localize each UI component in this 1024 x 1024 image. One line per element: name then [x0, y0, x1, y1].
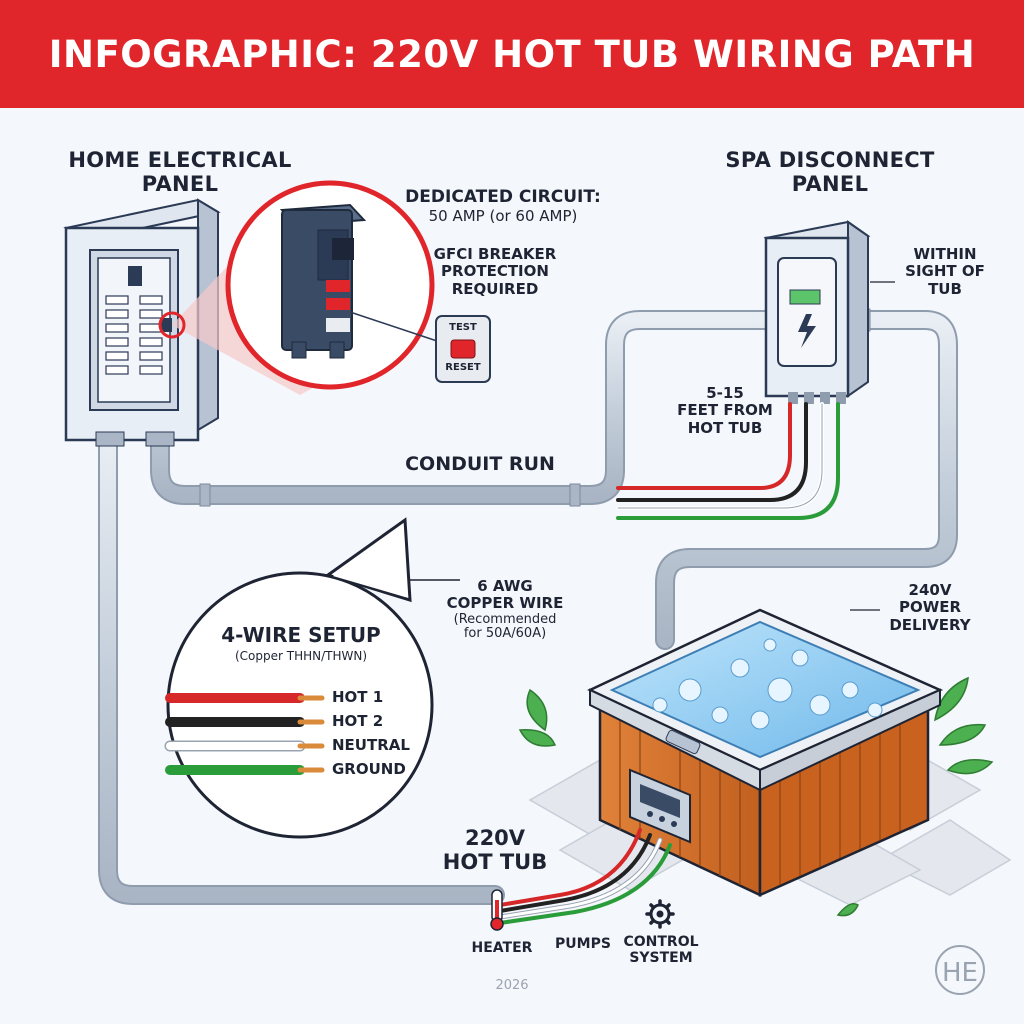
heater-label: HEATER	[471, 940, 533, 956]
brand-logo: HE	[935, 945, 985, 995]
wire-label-neutral: NEUTRAL	[332, 736, 410, 754]
footer-year: 2026	[495, 978, 529, 993]
heater-icon	[490, 889, 504, 931]
spa-panel-label: SPA DISCONNECT PANEL	[725, 148, 935, 197]
spa-disconnect-panel	[763, 220, 871, 404]
home-panel-label: HOME ELECTRICAL PANEL	[68, 148, 292, 197]
test-label: TEST	[449, 322, 477, 333]
leader-lines	[850, 281, 895, 611]
breaker-magnifier	[158, 180, 441, 395]
conduit-run-label: CONDUIT RUN	[405, 453, 555, 475]
page-title: INFOGRAPHIC: 220V HOT TUB WIRING PATH	[48, 32, 976, 76]
wire-size-label: 6 AWG COPPER WIRE (Recommended for 50A/6…	[446, 577, 564, 642]
dedicated-circuit-label: DEDICATED CIRCUIT: 50 AMP (or 60 AMP)	[405, 187, 601, 225]
wire-label-hot2: HOT 2	[332, 712, 384, 730]
tub-wires	[497, 828, 672, 925]
wire-setup-title: 4-WIRE SETUP	[221, 623, 381, 647]
gfci-test-reset-button	[435, 315, 491, 383]
hot-tub	[587, 608, 944, 897]
title-banner: INFOGRAPHIC: 220V HOT TUB WIRING PATH	[0, 0, 1024, 108]
svg-text:HE: HE	[942, 958, 978, 988]
within-sight-label: WITHIN SIGHT OF TUB	[905, 245, 985, 298]
power-delivery-label: 240V POWER DELIVERY	[889, 581, 971, 634]
plant-leaves	[518, 676, 994, 917]
conduit-pipes	[98, 308, 958, 905]
wire-samples	[164, 693, 325, 775]
distance-label: 5-15 FEET FROM HOT TUB	[677, 384, 773, 437]
control-system-label: CONTROL SYSTEM	[623, 934, 699, 967]
hot-tub-label: 220V HOT TUB	[442, 826, 548, 875]
spa-panel-wires	[616, 402, 840, 520]
gear-icon	[645, 899, 675, 929]
wire-label-hot1: HOT 1	[332, 688, 384, 706]
wire-setup-bubble	[166, 517, 460, 839]
pumps-label: PUMPS	[555, 936, 611, 952]
gfci-label: GFCI BREAKER PROTECTION REQUIRED	[433, 245, 557, 298]
wire-setup-subtitle: (Copper THHN/THWN)	[234, 649, 368, 663]
reset-label: RESET	[445, 362, 481, 373]
wire-label-ground: GROUND	[332, 760, 406, 778]
